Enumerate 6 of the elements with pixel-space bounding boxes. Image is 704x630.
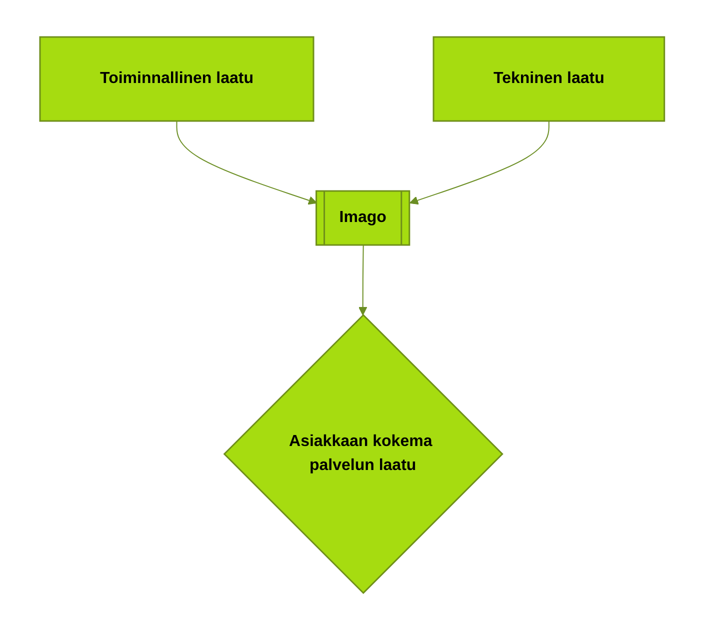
node-box: Tekninen laatu [432, 36, 665, 122]
arrow [358, 245, 368, 316]
node-diamond: Asiakkaan kokema palvelun laatu [223, 314, 504, 594]
node-box: Toiminnallinen laatu [39, 36, 314, 122]
arrow [176, 120, 317, 205]
arrow [409, 120, 550, 205]
